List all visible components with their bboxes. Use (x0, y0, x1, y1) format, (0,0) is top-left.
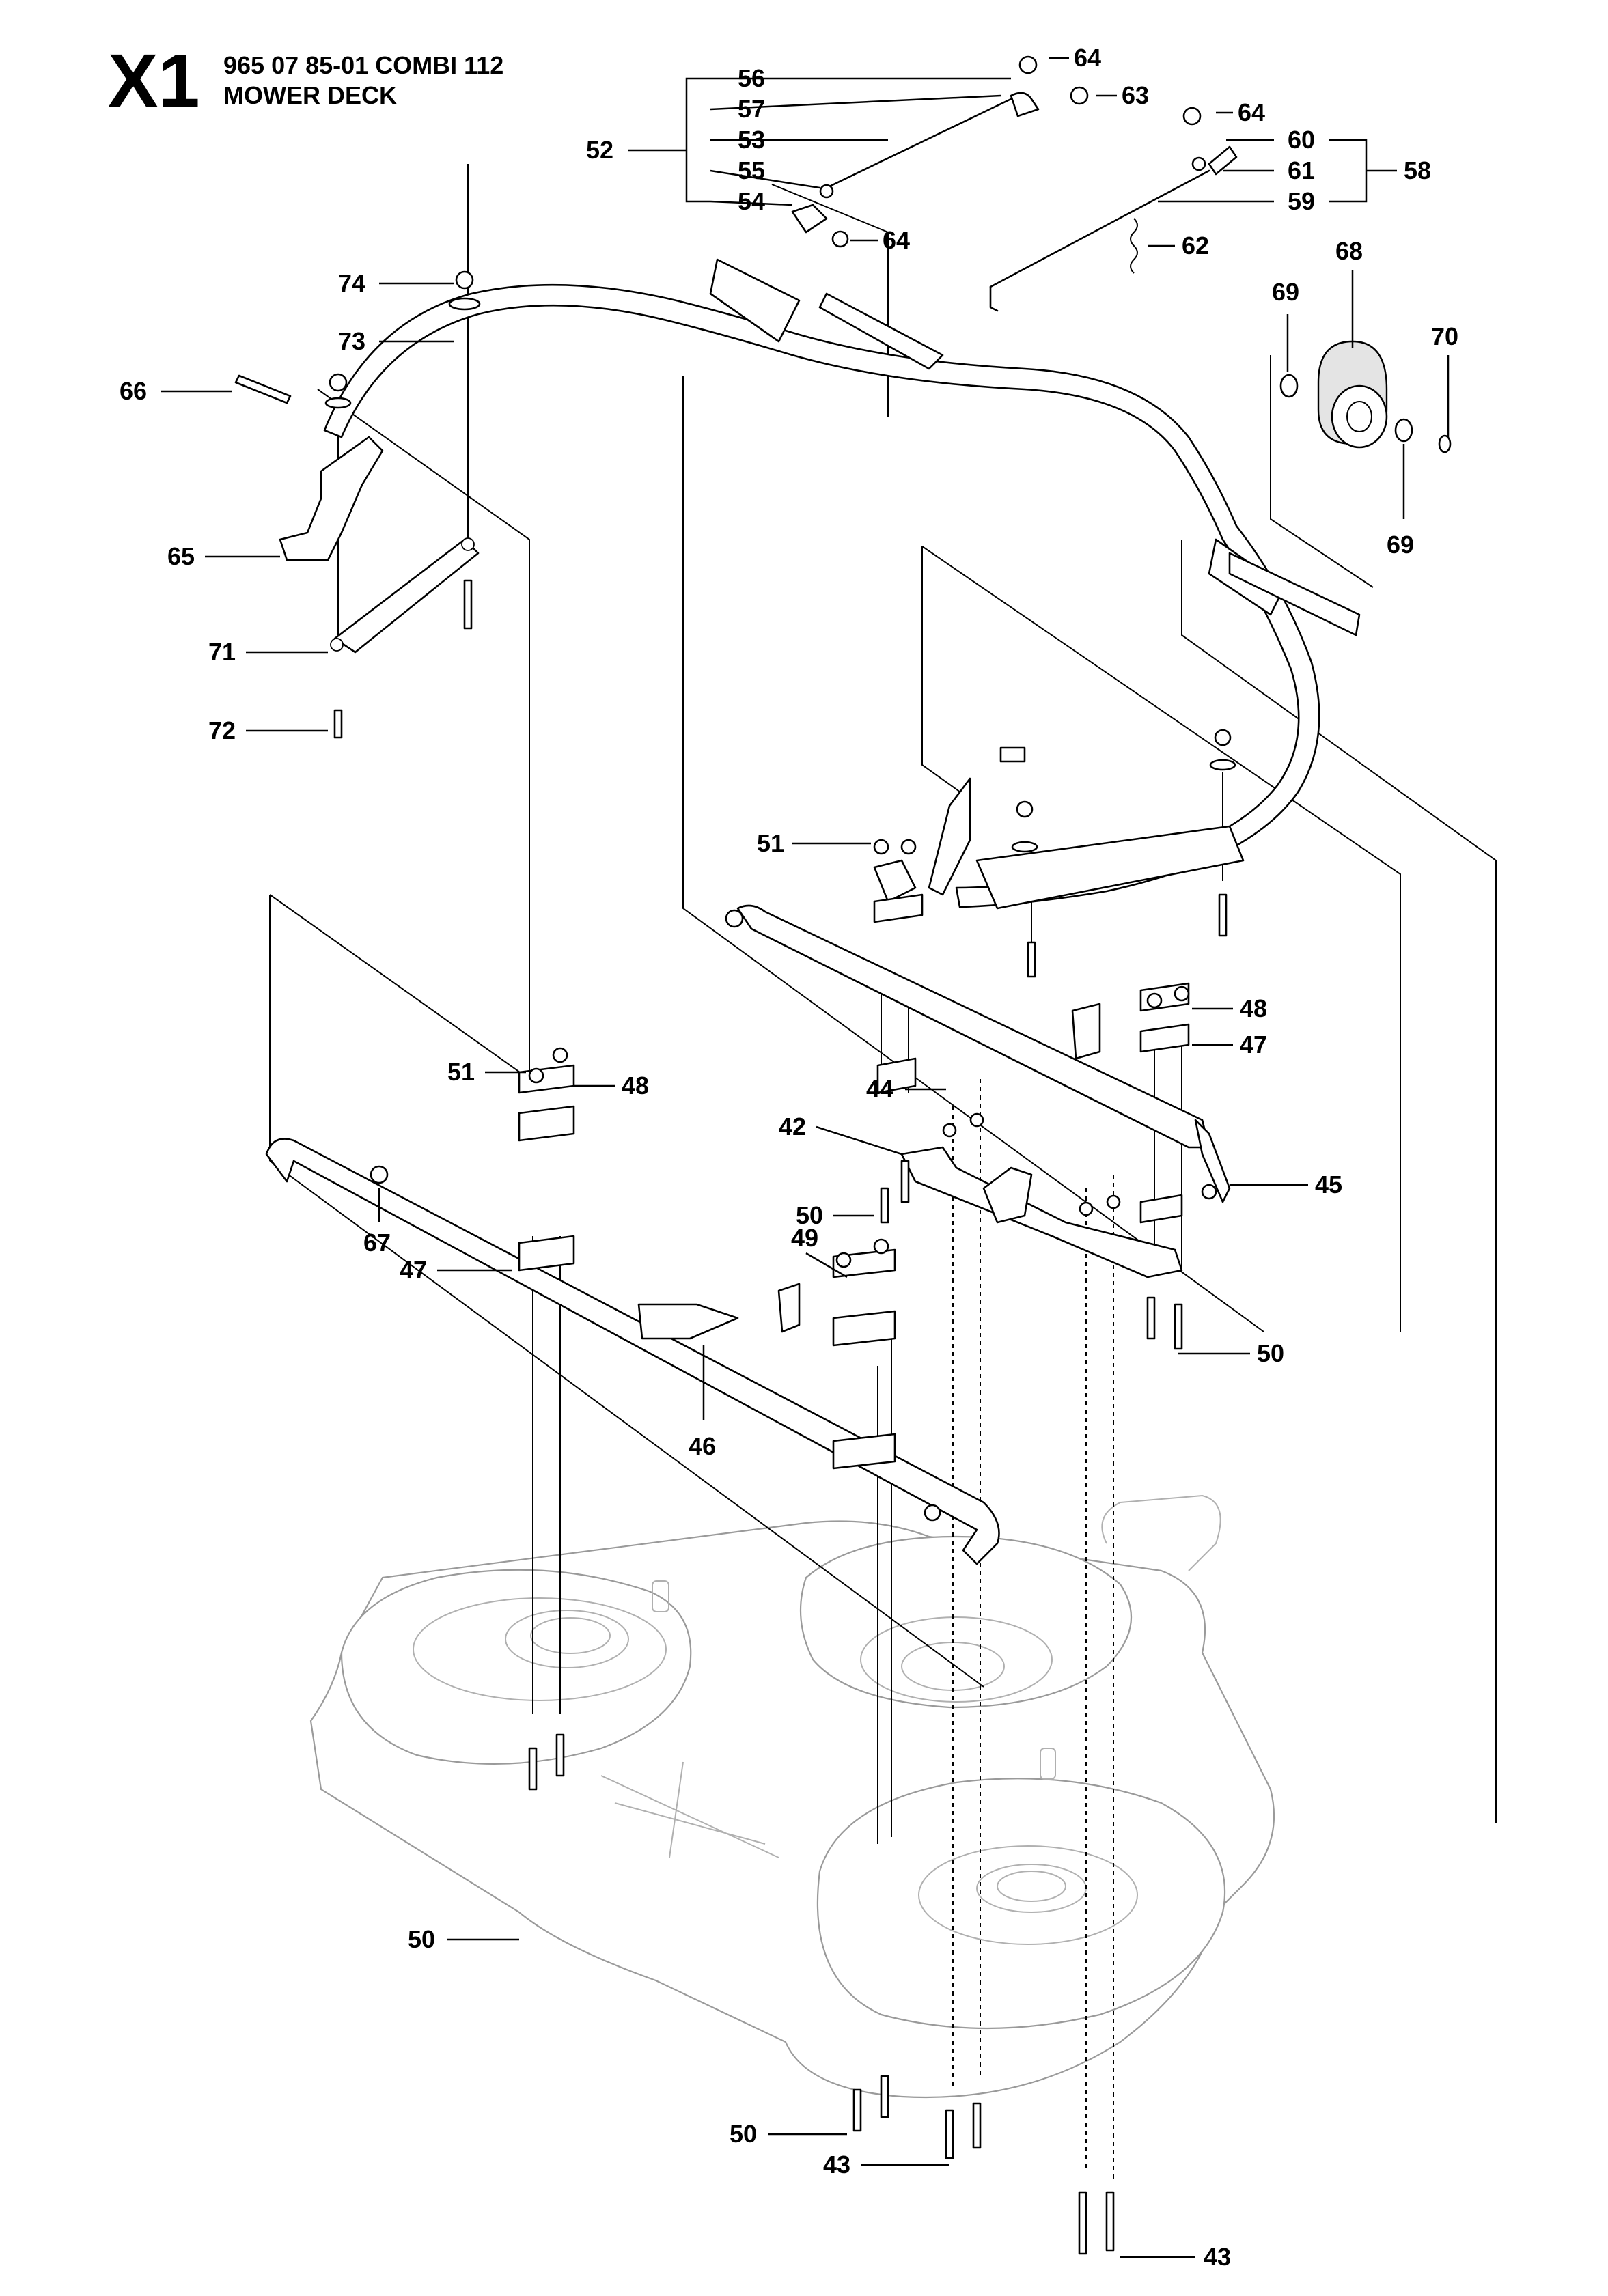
callout-64-right: 64 (1238, 98, 1265, 126)
lift-frame (323, 258, 1361, 910)
diagram-code: X1 (108, 39, 200, 123)
assembly-title: MOWER DECK (223, 81, 397, 109)
callout-62: 62 (1182, 232, 1209, 260)
callout-54: 54 (738, 187, 765, 215)
callout-43-left: 43 (823, 2151, 850, 2179)
callout-58: 58 (1404, 156, 1431, 184)
alignment-lines (952, 1079, 1114, 2179)
part-number-title: 965 07 85-01 COMBI 112 (223, 51, 504, 79)
callout-51-left: 51 (447, 1058, 475, 1086)
callout-65: 65 (167, 542, 195, 570)
callout-73: 73 (338, 327, 365, 355)
left-arm-assembly (279, 436, 480, 654)
callout-50-mid: 50 (796, 1201, 823, 1229)
callout-45: 45 (1315, 1171, 1342, 1199)
callout-70: 70 (1431, 322, 1458, 350)
callout-63: 63 (1122, 81, 1149, 109)
callout-48-left: 48 (622, 1072, 649, 1100)
callout-71: 71 (208, 638, 236, 666)
callout-50-deck-bottom: 50 (730, 2120, 757, 2148)
callout-72: 72 (208, 716, 236, 744)
callout-74: 74 (338, 269, 365, 297)
mower-deck (309, 1494, 1275, 2099)
hardware (234, 55, 1236, 2255)
callout-53: 53 (738, 126, 765, 154)
callout-50-deck-left: 50 (408, 1925, 435, 1953)
callout-51-right: 51 (757, 829, 784, 857)
upper-rods (791, 92, 1238, 312)
callout-46: 46 (689, 1432, 716, 1460)
callout-labels: 56 57 53 55 54 52 64 63 64 64 60 61 59 5… (120, 44, 1458, 2271)
callout-55: 55 (738, 156, 765, 184)
callout-64-left: 64 (883, 226, 910, 254)
callout-42: 42 (779, 1112, 806, 1140)
callout-leaders (161, 57, 1450, 2258)
callout-43-right: 43 (1204, 2243, 1231, 2271)
wheel-assembly (1279, 340, 1452, 453)
callout-44: 44 (866, 1075, 893, 1103)
callout-61: 61 (1288, 156, 1315, 184)
callout-48-right: 48 (1240, 994, 1267, 1022)
callout-52: 52 (586, 136, 613, 164)
callout-47-left: 47 (400, 1256, 427, 1284)
callout-67: 67 (363, 1229, 391, 1257)
callout-49: 49 (791, 1224, 818, 1252)
callout-47-right: 47 (1240, 1031, 1267, 1059)
callout-69-top: 69 (1272, 278, 1299, 306)
callout-56: 56 (738, 64, 765, 92)
front-bar-assembly (265, 1138, 1000, 1565)
callout-50-right: 50 (1257, 1339, 1284, 1367)
callout-66: 66 (120, 377, 147, 405)
callout-69-bottom: 69 (1387, 531, 1414, 559)
callout-64-top: 64 (1074, 44, 1101, 72)
callout-68: 68 (1335, 237, 1363, 265)
callout-59: 59 (1288, 187, 1315, 215)
callout-60: 60 (1288, 126, 1315, 154)
callout-57: 57 (738, 95, 765, 123)
middle-bar-assembly (736, 904, 1231, 1278)
